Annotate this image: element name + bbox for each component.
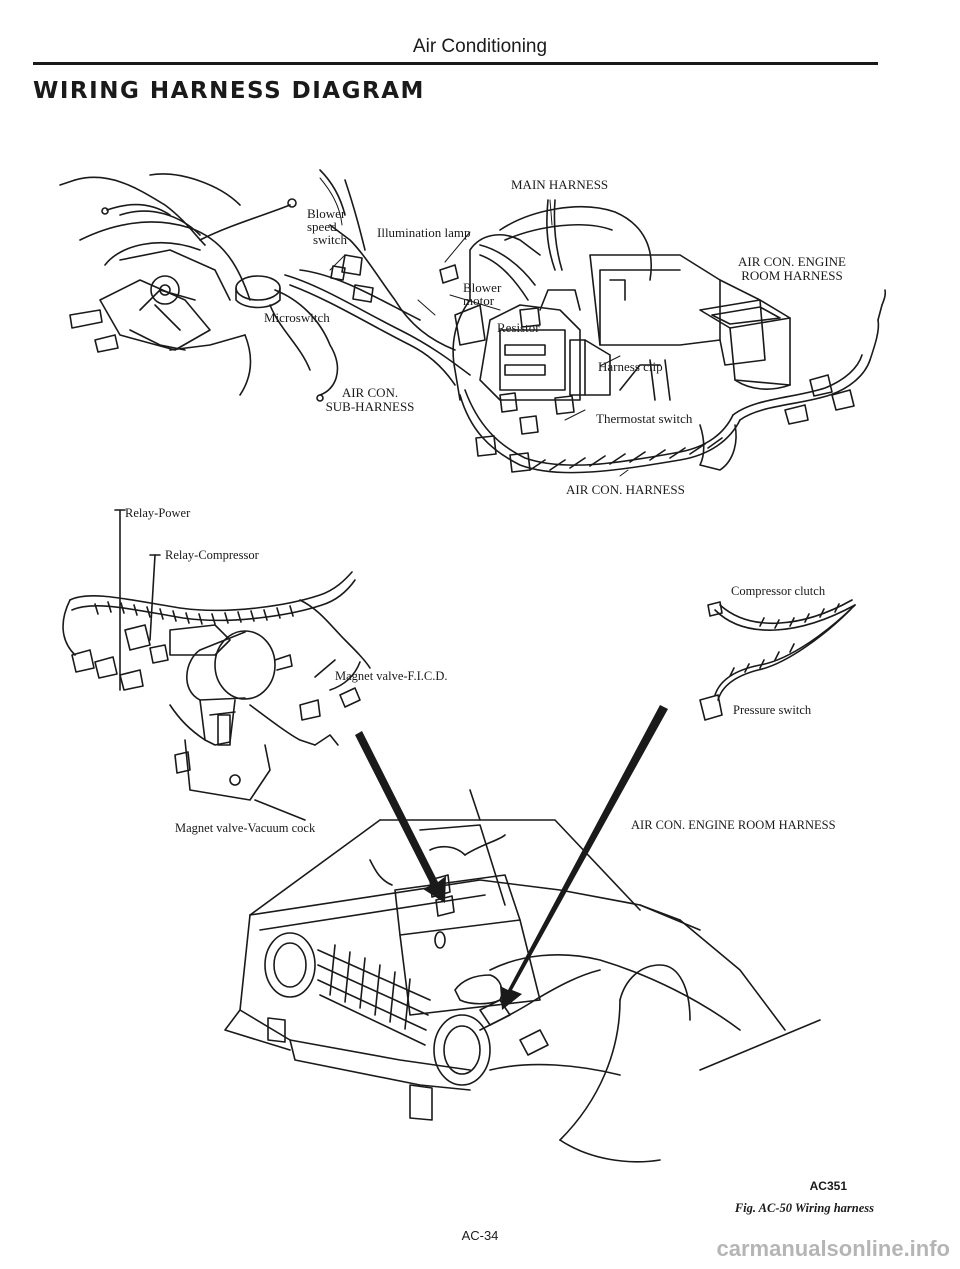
label-illumination-lamp: Illumination lamp — [377, 225, 471, 240]
figure-code: AC351 — [809, 1179, 847, 1193]
diagram-labels: MAIN HARNESS Blower speed switch Illumin… — [125, 177, 846, 835]
label-engine-room-harness-top-2: ROOM HARNESS — [741, 268, 843, 283]
label-pressure-switch: Pressure switch — [733, 703, 812, 717]
label-harness-clip: Harness clip — [598, 359, 663, 374]
label-blower-speed-switch-2: speed — [307, 219, 337, 234]
blower-switch-assembly — [59, 173, 297, 396]
sub-harness-wires — [269, 169, 471, 402]
air-con-harness-wire — [459, 289, 887, 474]
ac-unit-assembly — [452, 206, 791, 401]
ac-connectors — [439, 264, 575, 473]
section-title: WIRING HARNESS DIAGRAM — [33, 78, 425, 104]
label-main-harness: MAIN HARNESS — [511, 177, 608, 192]
label-engine-room-harness-bottom: AIR CON. ENGINE ROOM HARNESS — [631, 818, 836, 832]
label-compressor-clutch: Compressor clutch — [731, 584, 826, 598]
label-magnet-valve-vacuum-cock: Magnet valve-Vacuum cock — [175, 821, 316, 835]
running-title: Air Conditioning — [412, 36, 548, 57]
label-engine-room-harness-top-1: AIR CON. ENGINE — [738, 254, 846, 269]
label-blower-speed-switch-3: switch — [313, 232, 347, 247]
car-front-illustration — [224, 789, 821, 1163]
relay-valve-assembly — [62, 509, 371, 821]
label-blower-speed-switch-1: Blower — [307, 206, 346, 221]
leader-lines-top — [319, 177, 629, 477]
label-magnet-valve-ficd: Magnet valve-F.I.C.D. — [335, 669, 448, 683]
header-rule — [33, 62, 878, 65]
label-blower-motor-2: motor — [463, 293, 495, 308]
label-air-con-harness: AIR CON. HARNESS — [566, 482, 685, 497]
label-microswitch: Microswitch — [264, 310, 330, 325]
main-harness-bundle — [479, 199, 563, 301]
label-sub-harness-2: SUB-HARNESS — [326, 399, 415, 414]
label-relay-compressor: Relay-Compressor — [165, 548, 260, 562]
label-relay-power: Relay-Power — [125, 506, 191, 520]
page-number: AC-34 — [461, 1228, 499, 1243]
label-sub-harness-1: AIR CON. — [342, 385, 398, 400]
figure-caption: Fig. AC-50 Wiring harness — [734, 1201, 874, 1215]
label-blower-motor-1: Blower — [463, 280, 502, 295]
callout-arrows — [355, 705, 668, 1010]
label-resistor: Resistor — [497, 320, 540, 335]
watermark[interactable]: carmanualsonline.info — [716, 1236, 951, 1261]
label-thermostat-switch: Thermostat switch — [596, 411, 693, 426]
compressor-clutch-wiring — [699, 599, 856, 721]
